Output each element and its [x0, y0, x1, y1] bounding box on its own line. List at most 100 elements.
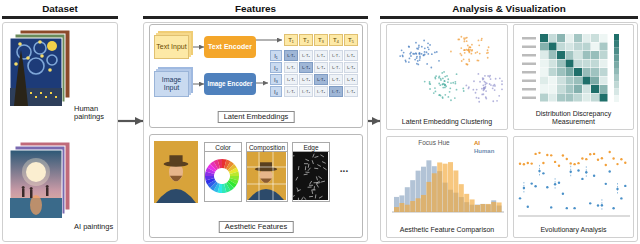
scatter-dot	[463, 58, 465, 60]
scatter-dot	[479, 81, 481, 83]
scatter-dot	[481, 88, 483, 90]
hat-crown	[260, 162, 272, 169]
bar-ai	[416, 198, 421, 212]
input-stack: Image Input	[154, 71, 189, 97]
heat-cell	[574, 94, 582, 102]
star	[38, 40, 42, 44]
node-label: Latent Embeddings	[218, 111, 295, 123]
scatter-dot	[454, 97, 456, 99]
scatter-dot	[464, 39, 466, 41]
scatter-dot	[464, 49, 466, 51]
scatter-dot	[482, 84, 484, 86]
edge-stroke	[303, 197, 306, 200]
colorbar	[614, 88, 619, 95]
window	[55, 96, 57, 98]
scatter-dot	[490, 78, 492, 80]
heat-cell	[566, 77, 574, 85]
scatter-dot	[466, 40, 468, 42]
edge-stroke	[308, 168, 311, 171]
scatter-dot	[492, 87, 494, 89]
scatter-dot	[498, 95, 500, 97]
scatter-dot	[495, 78, 497, 80]
scatter-dot	[446, 75, 448, 77]
bar-ai	[394, 207, 399, 212]
matrix-cell: I₃·T₅	[344, 74, 358, 85]
heat-cell	[600, 77, 608, 85]
scatter-dot	[468, 46, 470, 48]
scatter-dot	[414, 59, 416, 61]
window	[30, 92, 32, 94]
heat-cell	[566, 68, 574, 76]
range	[617, 183, 618, 195]
scatter-dot	[435, 90, 437, 92]
heat-cell	[591, 77, 599, 85]
scatter-dot	[467, 64, 469, 66]
series-ai	[527, 162, 529, 164]
scatter-dot	[485, 90, 487, 92]
node-label: Distribution Discrepancy Measurement	[516, 110, 631, 126]
bar-ai	[410, 201, 415, 212]
scatter-dot	[483, 89, 485, 91]
scatter-dot	[490, 84, 492, 86]
scatter-dot	[419, 55, 421, 57]
scatter-dot	[427, 46, 429, 48]
series-ai	[538, 152, 540, 154]
panel-heading: Features	[143, 2, 368, 15]
edge-stroke	[319, 196, 322, 198]
edge-stroke	[315, 194, 317, 198]
scatter-dot	[444, 76, 446, 78]
heat-cell	[591, 94, 599, 102]
series-ai	[573, 163, 575, 165]
heat-cell	[566, 60, 574, 68]
scatter-dot	[485, 86, 487, 88]
swirl	[28, 58, 44, 74]
scatter-dot	[501, 88, 503, 90]
scatter-dot	[409, 58, 411, 60]
scatter-dot	[469, 51, 471, 53]
colorbar	[614, 61, 619, 68]
series-ai	[546, 154, 548, 156]
edge-stroke	[311, 190, 313, 194]
scatter-dot	[429, 81, 431, 83]
edge-stroke	[313, 186, 315, 190]
scatter-dot	[481, 39, 483, 41]
scatter-dot	[484, 75, 486, 77]
encoder-box: Text Encoder	[204, 36, 256, 58]
panel: DatasetHuman paintingsAI paintings	[2, 0, 118, 242]
edge-stroke	[297, 190, 301, 192]
scatter-dot	[424, 54, 426, 56]
series-ai	[605, 164, 607, 166]
scatter-dot	[418, 44, 420, 46]
bar-human	[426, 160, 431, 212]
scatter-dot	[463, 49, 465, 51]
scatter-dot	[465, 63, 467, 65]
series-ai	[601, 157, 603, 159]
heat-cell	[549, 34, 557, 42]
matrix-cell: I₃·T₁	[284, 74, 298, 85]
scatter-dot	[449, 91, 451, 93]
series-human	[605, 183, 607, 185]
scatter-dot	[434, 52, 436, 54]
scatter-dot	[415, 52, 417, 54]
heat-cell	[549, 68, 557, 76]
color-wheel	[218, 159, 222, 168]
bar-human	[475, 205, 480, 212]
scatter-dot	[435, 75, 437, 77]
scatter-dot	[456, 73, 458, 75]
scatter-dot	[483, 88, 485, 90]
heat-cell	[583, 51, 591, 59]
heat-cell	[566, 94, 574, 102]
scatter-dot	[440, 95, 442, 97]
bar-ai	[421, 195, 426, 212]
series-human	[562, 192, 564, 194]
scatter-dot	[475, 52, 477, 54]
coat	[248, 189, 284, 200]
scatter-dot	[444, 84, 446, 86]
series-human	[612, 207, 614, 209]
scatter-dot	[463, 41, 465, 43]
heat-cell	[557, 60, 565, 68]
heat-cell	[574, 77, 582, 85]
heat-cell	[591, 51, 599, 59]
axis-tick	[522, 63, 536, 66]
